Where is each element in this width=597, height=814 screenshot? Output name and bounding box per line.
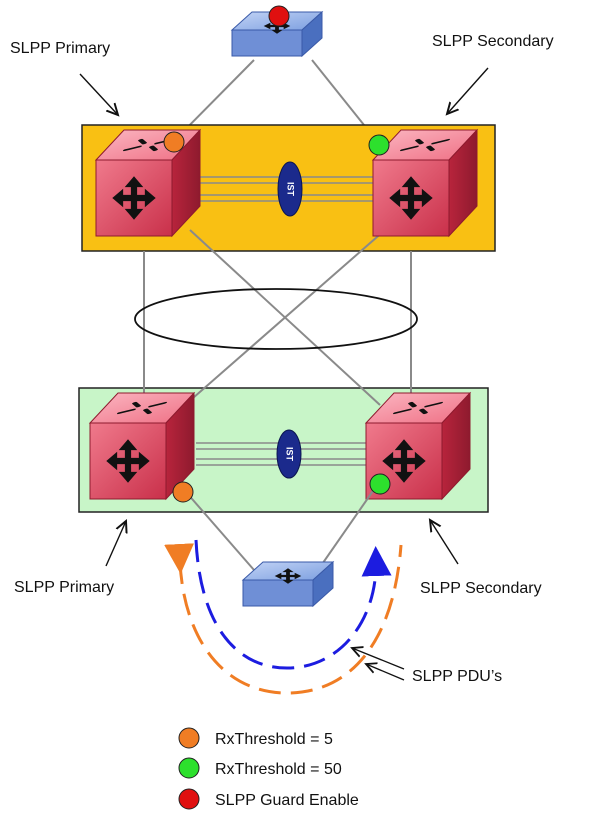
- legend-item-slpp-guard: SLPP Guard Enable: [215, 792, 359, 809]
- link-edge-bottom-to-secondary: [317, 487, 376, 571]
- label-top-secondary: SLPP Secondary: [432, 33, 554, 50]
- ist-oval-bottom: IST: [276, 429, 302, 479]
- legend-swatch-green: [178, 757, 200, 779]
- slpp-guard-dot: [268, 5, 290, 27]
- link-edge-bottom-to-primary: [185, 491, 255, 571]
- ist-label-bottom: IST: [285, 447, 295, 462]
- rxthreshold-5-dot-top: [163, 131, 185, 153]
- label-slpp-pdus: SLPP PDU’s: [412, 668, 502, 685]
- pointer-pdu-orange: [366, 664, 405, 681]
- legend-swatch-red: [178, 788, 200, 810]
- rxthreshold-50-dot-top: [368, 134, 390, 156]
- ist-oval-top: IST: [277, 161, 303, 217]
- ist-label-top: IST: [286, 182, 296, 197]
- pointer-top-primary: [79, 73, 118, 115]
- pointer-top-secondary: [447, 67, 489, 114]
- legend-swatch-orange: [178, 727, 200, 749]
- inter-cluster-links: [143, 229, 412, 406]
- legend-item-rxthreshold-5: RxThreshold = 5: [215, 731, 333, 748]
- switch-top-primary: [96, 130, 200, 236]
- pointer-bottom-primary: [105, 521, 126, 567]
- mlt-ellipse: [134, 288, 418, 350]
- rxthreshold-50-dot-bottom: [369, 473, 391, 495]
- pdu-path-blue: [194, 539, 392, 670]
- label-top-primary: SLPP Primary: [10, 40, 110, 57]
- pointer-bottom-secondary: [430, 520, 459, 565]
- rxthreshold-5-dot-bottom: [172, 481, 194, 503]
- legend-item-rxthreshold-50: RxThreshold = 50: [215, 761, 342, 778]
- pdu-path-orange: [164, 543, 403, 695]
- legend: RxThreshold = 5 RxThreshold = 50 SLPP Gu…: [178, 727, 359, 810]
- edge-switch-bottom: [243, 562, 333, 606]
- label-bottom-primary: SLPP Primary: [14, 579, 114, 596]
- label-bottom-secondary: SLPP Secondary: [420, 580, 542, 597]
- pointer-pdu-blue: [352, 648, 405, 670]
